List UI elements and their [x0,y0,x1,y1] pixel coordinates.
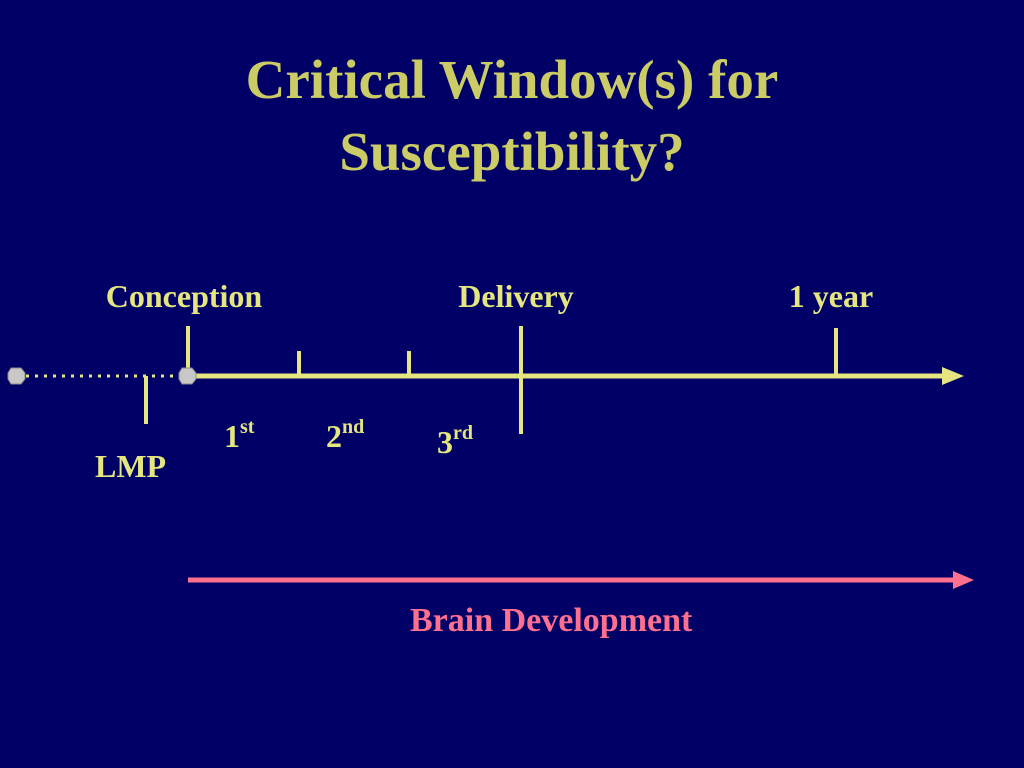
trimester-3-label: 3rd [437,422,473,460]
one-year-label: 1 year [788,278,874,314]
trimester-1-label: 1st [224,416,255,454]
trimester-3-suffix: rd [453,422,473,444]
trimester-3-number: 3 [437,424,453,460]
brain-development-arrowhead [953,571,974,589]
delivery-label: Delivery [458,278,574,314]
conception-marker-dot [178,367,197,385]
slide-title: Critical Window(s) for Susceptibility? [0,44,1024,188]
trimester-1-number: 1 [224,418,240,454]
title-line-1: Critical Window(s) for [245,49,779,110]
trimester-1-suffix: st [240,416,255,438]
trimester-2-suffix: nd [342,416,365,438]
lmp-label: LMP [95,448,167,484]
timeline-arrowhead [942,367,964,385]
start-marker-dot [7,367,26,385]
brain-development-label: Brain Development [410,602,693,639]
conception-label: Conception [105,278,263,314]
trimester-2-number: 2 [326,418,342,454]
title-line-2: Susceptibility? [339,121,685,182]
trimester-2-label: 2nd [326,416,365,454]
